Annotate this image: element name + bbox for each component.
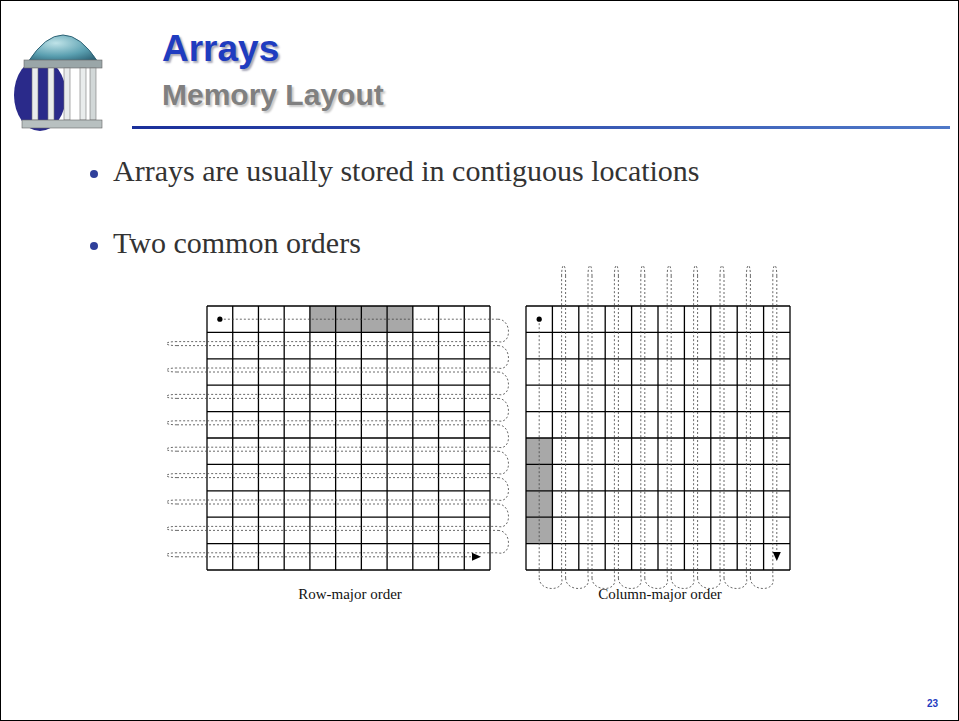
traversal-path — [167, 500, 178, 504]
memory-grids — [167, 266, 791, 589]
traversal-path — [773, 266, 777, 277]
traversal-path — [588, 266, 592, 277]
figure-caption: Column-major order — [490, 586, 830, 603]
logo-temple — [14, 35, 102, 131]
traversal-path — [671, 276, 672, 578]
traversal-path — [167, 553, 178, 557]
traversal-path — [750, 276, 773, 589]
traversal-path — [167, 526, 178, 530]
grid-line — [526, 358, 790, 359]
array-grid — [526, 266, 790, 589]
grid-line — [207, 305, 490, 306]
traversal-path — [167, 474, 178, 478]
bullet-dot — [90, 170, 98, 178]
arrow-head — [773, 552, 781, 561]
traversal-path — [724, 276, 725, 578]
traversal-path — [177, 398, 498, 399]
traversal-path — [167, 421, 178, 425]
traversal-path — [641, 266, 645, 277]
traversal-path — [539, 319, 540, 578]
slide-number: 23 — [927, 698, 938, 709]
traversal-path — [562, 266, 566, 277]
traversal-path — [671, 276, 694, 589]
traversal-path — [618, 276, 619, 578]
traversal-path — [746, 266, 750, 277]
traversal-path — [750, 276, 751, 578]
traversal-path — [177, 504, 498, 505]
traversal-path — [177, 425, 509, 448]
traversal-path — [177, 478, 509, 501]
grid-line — [207, 517, 490, 518]
traversal-path — [776, 276, 777, 552]
traversal-path — [177, 451, 509, 474]
traversal-path — [614, 266, 618, 277]
grid-line — [207, 358, 490, 359]
traversal-path — [177, 345, 498, 346]
grid-line — [207, 437, 490, 438]
grid-line — [207, 569, 490, 570]
traversal-path — [167, 447, 178, 451]
traversal-path — [539, 276, 562, 589]
bullet-dot — [90, 242, 98, 250]
header-rule — [132, 126, 950, 129]
traversal-path — [177, 530, 498, 531]
traversal-path — [565, 276, 566, 578]
bullet-text: Two common orders — [113, 226, 361, 260]
traversal-path — [177, 556, 472, 557]
traversal-path — [177, 530, 509, 553]
traversal-path — [177, 372, 498, 373]
grid-line — [207, 385, 490, 386]
grid-line — [207, 490, 490, 491]
start-dot — [217, 317, 222, 322]
grid-line — [207, 411, 490, 412]
traversal-path — [592, 276, 615, 589]
traversal-path — [720, 266, 724, 277]
arrow-head — [472, 553, 481, 561]
traversal-path — [167, 368, 178, 372]
figure-caption: Row-major order — [160, 586, 540, 603]
traversal-path — [177, 451, 498, 452]
slide-subtitle: Memory Layout — [162, 78, 384, 112]
array-grid — [167, 306, 509, 570]
traversal-path — [220, 319, 498, 320]
traversal-path — [694, 266, 698, 277]
start-dot — [537, 317, 542, 322]
grid-line — [207, 464, 490, 465]
traversal-path — [566, 276, 589, 589]
grid-line — [207, 543, 490, 544]
traversal-path — [698, 276, 721, 589]
traversal-path — [167, 342, 178, 346]
traversal-path — [167, 394, 178, 398]
traversal-path — [724, 276, 747, 589]
traversal-path — [177, 504, 509, 527]
traversal-path — [644, 276, 645, 578]
figure-panel: Row-major order — [160, 586, 540, 607]
traversal-path — [592, 276, 593, 578]
traversal-path — [177, 424, 498, 425]
figure-panel: Column-major order — [490, 586, 830, 607]
grid-line — [526, 490, 790, 491]
traversal-path — [177, 372, 509, 395]
traversal-path — [697, 276, 698, 578]
traversal-path — [177, 398, 509, 421]
slide-title: Arrays — [162, 28, 279, 70]
traversal-path — [645, 276, 668, 589]
traversal-path — [618, 276, 641, 589]
bullet-text: Arrays are usually stored in contiguous … — [113, 154, 700, 188]
traversal-path — [667, 266, 671, 277]
traversal-path — [177, 346, 509, 369]
traversal-path — [177, 477, 498, 478]
traversal-path — [177, 319, 509, 342]
grid-line — [207, 332, 490, 333]
